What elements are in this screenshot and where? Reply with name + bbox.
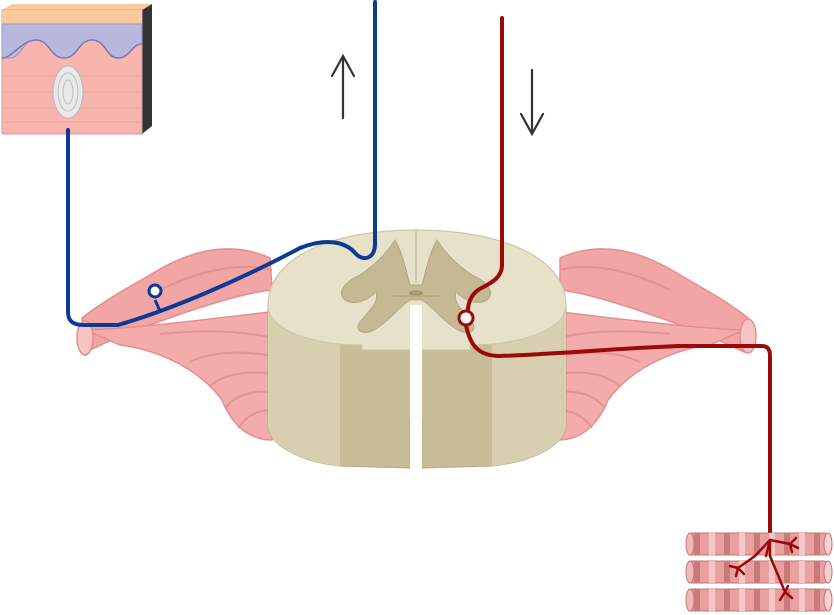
lower-motor-axon <box>464 323 772 542</box>
skin-surface <box>2 10 142 24</box>
motor-neuron <box>457 16 772 542</box>
skin-block <box>1 4 152 135</box>
grey-matter <box>340 239 492 333</box>
white-matter-column-right <box>492 305 566 466</box>
descending-arrow <box>519 68 545 137</box>
muscle-fiber <box>685 588 833 612</box>
neuromuscular-junctions <box>728 536 800 602</box>
muscle-fibers <box>685 532 833 612</box>
skin-block-top <box>2 4 152 10</box>
ascending-arrow <box>330 53 356 120</box>
sensory-neuron <box>66 0 377 327</box>
central-canal <box>409 290 423 296</box>
left-ventral-root <box>85 311 273 441</box>
muscle-fiber <box>685 560 833 584</box>
sensory-axon <box>66 0 377 327</box>
anterior-median-fissure <box>410 305 422 468</box>
skin-block-side <box>142 4 152 134</box>
dorsal-root-ganglion-stalk <box>153 299 162 312</box>
muscle-fiber <box>685 532 833 556</box>
spinal-cord-cross-section <box>267 229 567 469</box>
white-matter-column-left <box>268 305 340 466</box>
skin-dermal-papillae <box>1 39 143 59</box>
left-nerve-cut-end <box>76 320 94 356</box>
upper-motor-axon <box>466 16 504 312</box>
dorsal-root-ganglion <box>147 283 163 299</box>
motor-neuron-cell-body <box>457 309 475 327</box>
sensory-receptor <box>52 65 84 119</box>
